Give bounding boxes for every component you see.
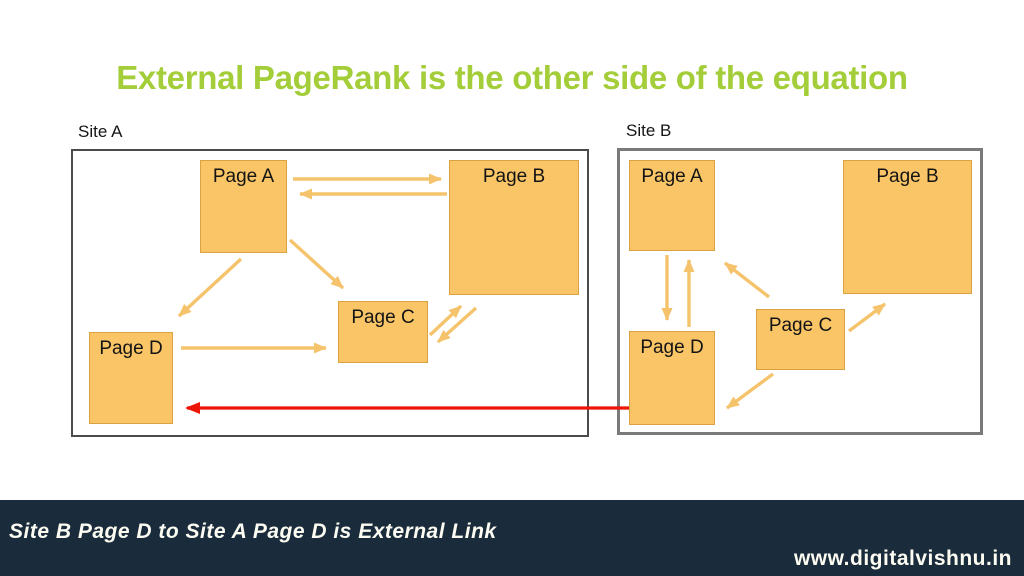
site-a-page-b-box: Page B <box>449 160 579 295</box>
site-b-page-c-box: Page C <box>756 309 845 370</box>
site-a-label: Site A <box>78 122 123 141</box>
footer-bar: Site B Page D to Site A Page D is Extern… <box>0 500 1024 576</box>
site-a-page-a-box: Page A <box>200 160 287 253</box>
site-b-page-a-box: Page A <box>629 160 715 251</box>
site-a-page-d-box: Page D <box>89 332 173 424</box>
slide-title: External PageRank is the other side of t… <box>116 59 908 97</box>
site-a-page-c-box: Page C <box>338 301 428 363</box>
footer-caption: Site B Page D to Site A Page D is Extern… <box>9 520 497 543</box>
site-b-page-b-box: Page B <box>843 160 972 294</box>
site-b-page-d-box: Page D <box>629 331 715 425</box>
site-b-label: Site B <box>626 121 672 140</box>
footer-website: www.digitalvishnu.in <box>793 547 1012 570</box>
